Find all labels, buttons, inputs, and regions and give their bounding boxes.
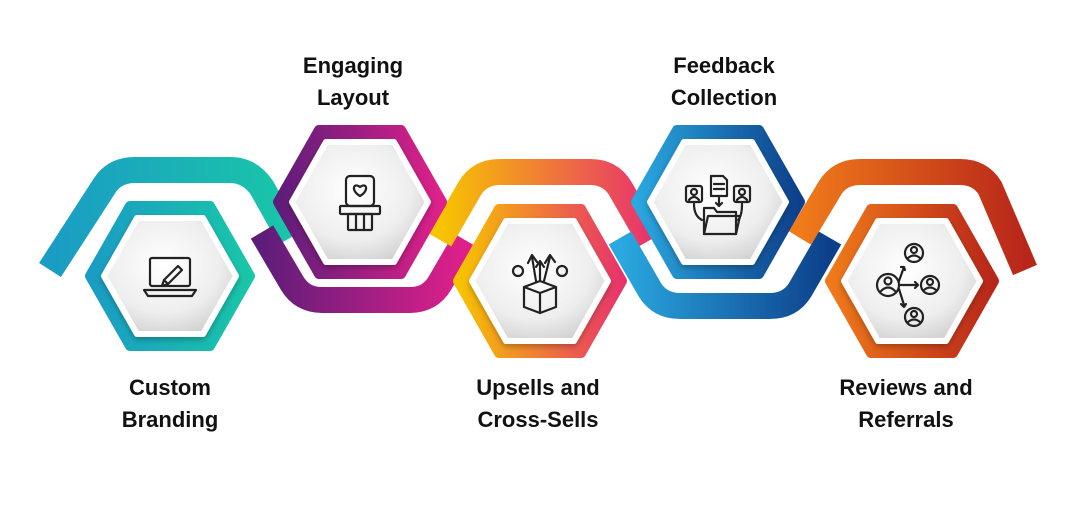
node-custom-branding (85, 201, 255, 351)
label-line-1: Custom (129, 375, 211, 400)
label-upsells-cross-sells: Upsells and Cross-Sells (428, 372, 648, 436)
ribbon-segment-3 (428, 159, 662, 247)
label-line-1: Engaging (302, 53, 404, 78)
ribbon-segment-4 (608, 231, 842, 319)
label-line-2: Referrals (858, 407, 954, 432)
ribbon (39, 157, 1037, 319)
node-upsells-cross-sells (453, 204, 627, 358)
label-line-2: Branding (121, 407, 219, 432)
referral-network-icon (875, 242, 941, 328)
phone-heart-icon (338, 174, 382, 232)
label-line-1: Upsells and (476, 375, 600, 400)
node-feedback-collection (631, 125, 805, 279)
label-line-2: Cross-Sells (477, 407, 599, 432)
label-reviews-referrals: Reviews and Referrals (796, 372, 1016, 436)
folder-feedback-icon (684, 174, 752, 236)
node-engaging-layout (273, 125, 447, 279)
node-reviews-referrals (825, 204, 999, 358)
label-line-1: Feedback (673, 53, 775, 78)
ribbon-segment-1 (39, 157, 302, 278)
label-custom-branding: Custom Branding (60, 372, 280, 436)
label-line-2: Collection (670, 85, 778, 110)
box-upsell-icon (511, 253, 569, 315)
label-engaging-layout: Engaging Layout (243, 50, 463, 114)
label-feedback-collection: Feedback Collection (614, 50, 834, 114)
laptop-edit-icon (142, 256, 198, 298)
ribbon-segment-5 (788, 159, 1037, 276)
ribbon-segment-2 (250, 225, 477, 313)
label-line-2: Layout (316, 85, 390, 110)
label-line-1: Reviews and (839, 375, 973, 400)
